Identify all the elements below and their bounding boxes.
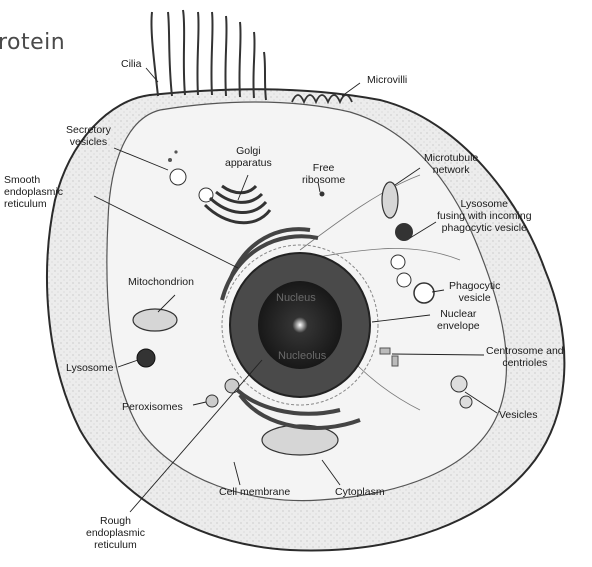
- cilia: [151, 10, 266, 100]
- nucleolus-label: Nucleolus: [278, 350, 326, 362]
- phagocytic-vesicle-organelle: [414, 283, 434, 303]
- label-nuclear-envelope: Nuclear envelope: [437, 308, 480, 332]
- label-lysosome-fusing: Lysosome fusing with incoming phagocytic…: [437, 198, 532, 234]
- label-cilia: Cilia: [121, 58, 141, 70]
- lysosome-organelle: [137, 349, 155, 367]
- label-peroxisomes: Peroxisomes: [122, 401, 183, 413]
- free-ribosome: [320, 192, 325, 197]
- label-centrosome: Centrosome and centrioles: [486, 345, 564, 369]
- label-cell-membrane: Cell membrane: [219, 486, 290, 498]
- label-vesicles: Vesicles: [499, 409, 538, 421]
- label-golgi-apparatus: Golgi apparatus: [225, 145, 272, 169]
- label-phagocytic-vesicle: Phagocytic vesicle: [449, 280, 500, 304]
- label-microvilli: Microvilli: [367, 74, 407, 86]
- label-secretory-vesicles: Secretory vesicles: [66, 124, 111, 148]
- label-lysosome: Lysosome: [66, 362, 113, 374]
- label-cytoplasm: Cytoplasm: [335, 486, 385, 498]
- nucleus-label: Nucleus: [276, 292, 316, 304]
- label-mitochondrion: Mitochondrion: [128, 276, 194, 288]
- label-free-ribosome: Free ribosome: [302, 162, 345, 186]
- label-smooth-er: Smooth endoplasmic reticulum: [4, 174, 63, 210]
- label-rough-er: Rough endoplasmic reticulum: [86, 515, 145, 551]
- label-microtubule-network: Microtubule network: [424, 152, 478, 176]
